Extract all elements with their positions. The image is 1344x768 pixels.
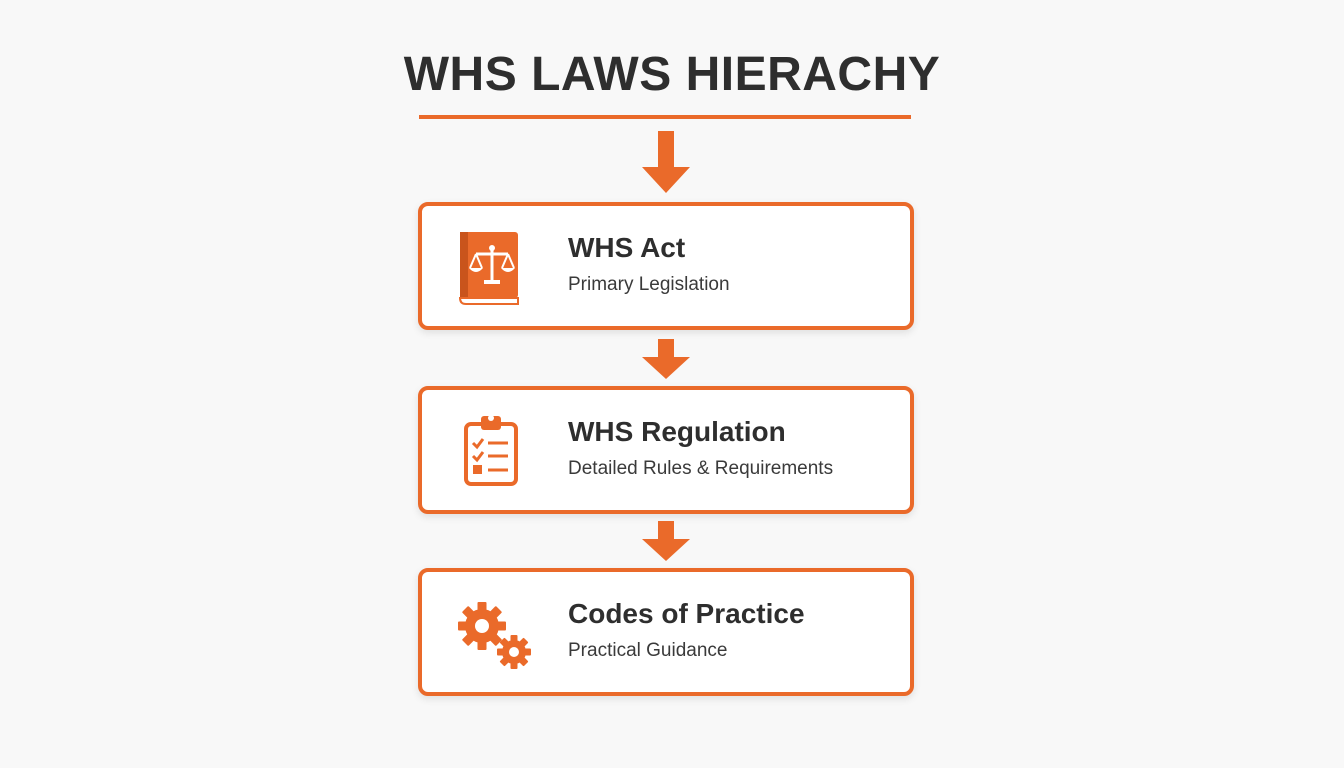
title-underline	[419, 115, 911, 119]
diagram-title: WHS LAWS HIERACHY	[403, 48, 941, 101]
level-subtitle: Detailed Rules & Requirements	[568, 458, 834, 479]
level-title: WHS Regulation	[568, 416, 786, 447]
down-arrow-icon	[642, 131, 690, 193]
level-title: Codes of Practice	[568, 598, 805, 629]
down-arrow-icon	[642, 521, 690, 561]
hierarchy-level-codes-of-practice: Codes of Practice Practical Guidance	[418, 568, 914, 696]
hierarchy-level-whs-regulation: WHS Regulation Detailed Rules & Requirem…	[418, 386, 914, 514]
gears-icon	[456, 592, 531, 672]
level-subtitle: Primary Legislation	[568, 274, 730, 295]
hierarchy-level-whs-act: WHS Act Primary Legislation	[418, 202, 914, 330]
clipboard-checklist-icon	[456, 410, 530, 490]
level-subtitle: Practical Guidance	[568, 640, 728, 661]
level-title: WHS Act	[568, 232, 686, 263]
down-arrow-icon	[642, 339, 690, 379]
law-book-scales-icon	[456, 226, 530, 306]
